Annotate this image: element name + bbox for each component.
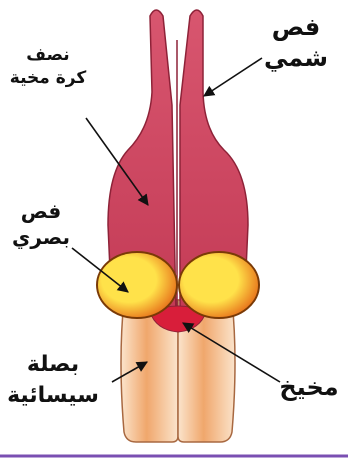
medulla-label-line-2: سيسائية (0, 381, 106, 412)
medulla-label: بصلة سيسائية (0, 350, 106, 412)
medulla-label-line-1: بصلة (0, 350, 106, 381)
optic-lobe-label-line-2: بصري (0, 224, 82, 250)
olfactory-lobe-label: فص شمي (248, 12, 344, 74)
olfactory-lobe-label-line-2: شمي (248, 43, 344, 74)
olfactory-lobe-label-line-1: فص (248, 12, 344, 43)
left-optic-lobe (97, 252, 177, 318)
hemisphere-label-line-2: كرة مخية (0, 67, 96, 90)
hemisphere-label: نصف كرة مخية (0, 44, 96, 90)
cerebellum-label-line-1: مخيخ (270, 372, 348, 403)
optic-lobe-label: فص بصري (0, 198, 82, 250)
right-optic-lobe (179, 252, 259, 318)
cerebellum-label: مخيخ (270, 372, 348, 403)
optic-lobe-label-line-1: فص (0, 198, 82, 224)
hemisphere-label-line-1: نصف (0, 44, 96, 67)
